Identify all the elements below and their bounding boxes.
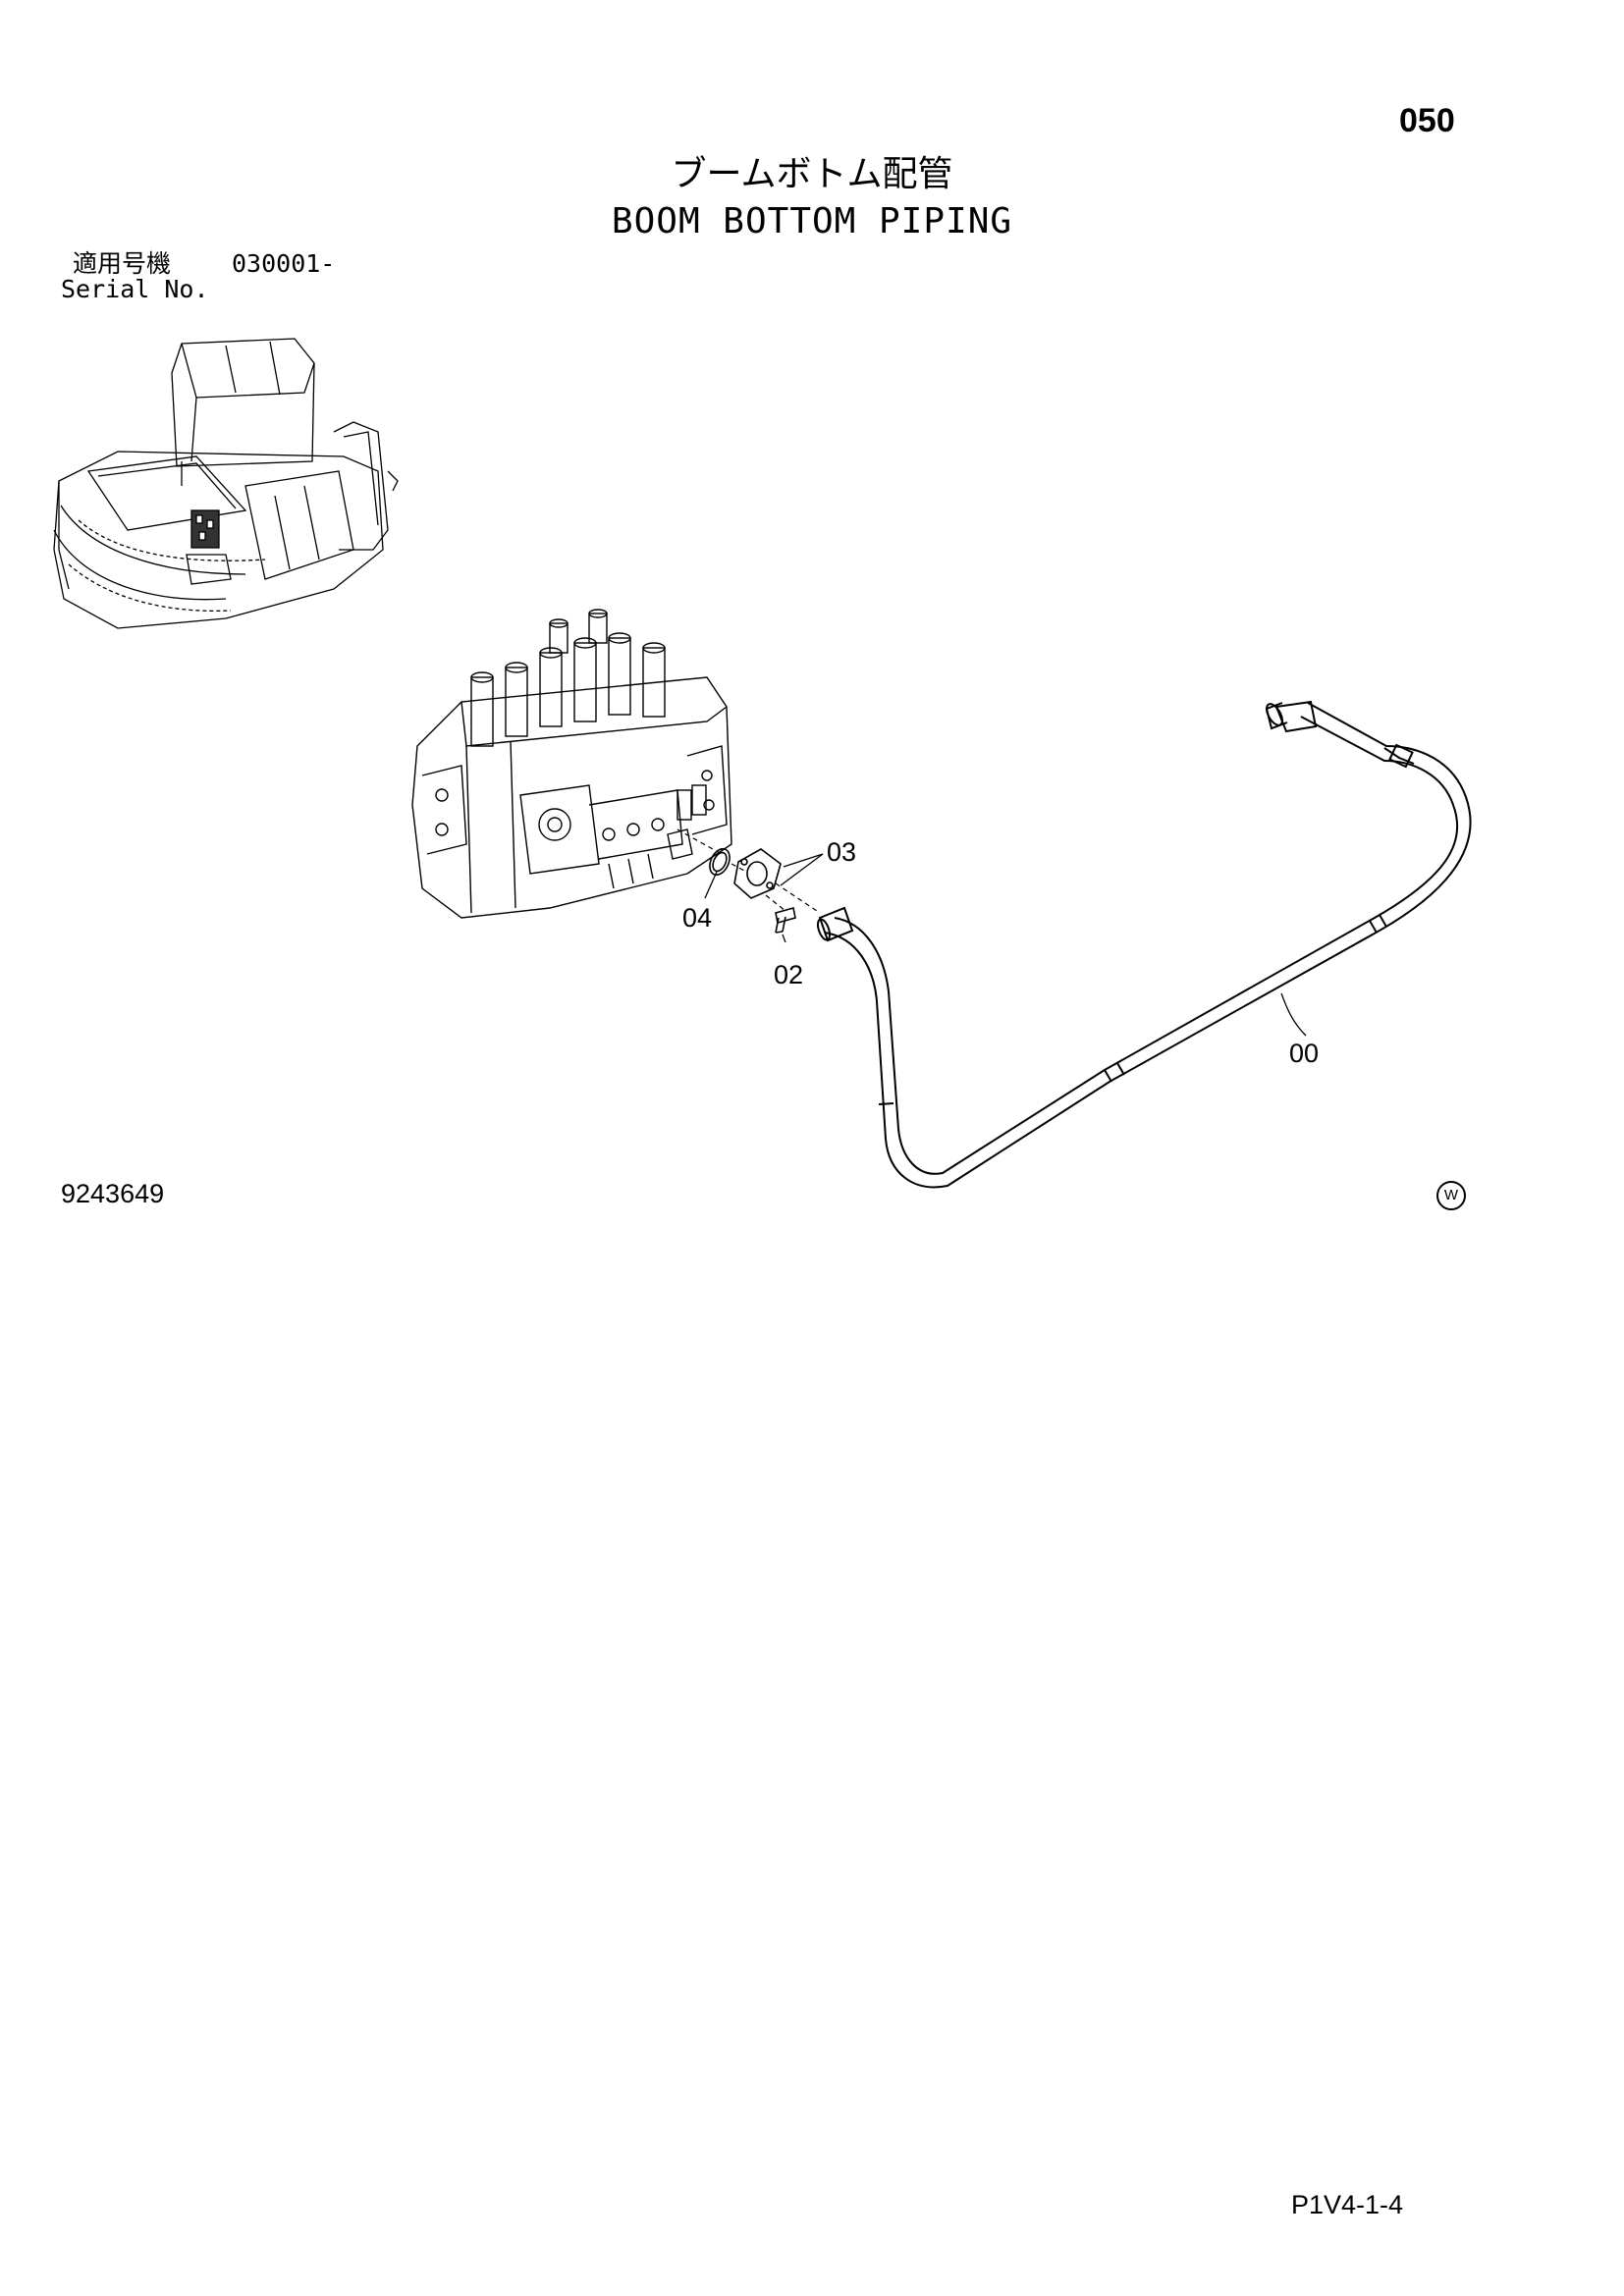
callout-leaders: [704, 853, 1307, 1037]
control-valve-illustration: [411, 609, 732, 919]
drawing-number: 9243649: [61, 1179, 165, 1208]
callout-00: 00: [1289, 1039, 1320, 1068]
page-number: 050: [1399, 102, 1455, 139]
serial-range: 030001-: [232, 249, 336, 278]
page-code: P1V4-1-4: [1291, 2190, 1404, 2219]
o-ring-part-04: [709, 847, 731, 877]
bolt-part-02: [775, 906, 796, 934]
w-circle-mark: W: [1436, 1181, 1466, 1210]
assembly-leader-lines: [677, 828, 821, 914]
title-english: BOOM BOTTOM PIPING: [611, 201, 1013, 241]
machine-locator-illustration: [53, 338, 399, 629]
callout-03: 03: [827, 837, 857, 867]
callout-04: 04: [682, 903, 713, 933]
flange-part-03: [733, 848, 782, 899]
title-japanese: ブームボトム配管: [671, 154, 953, 194]
callout-02: 02: [774, 960, 804, 989]
serial-label-japanese: 適用号機: [73, 249, 172, 278]
serial-label-english: Serial No.: [61, 275, 209, 303]
boom-bottom-pipe-part-00: [816, 700, 1472, 1189]
